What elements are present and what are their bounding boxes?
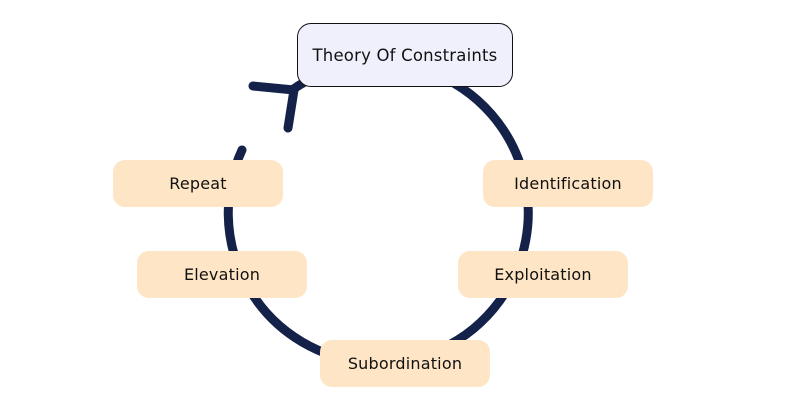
cycle-ring: [223, 58, 533, 368]
cycle-arrowhead-icon: [248, 81, 299, 133]
step-subordination: Subordination: [320, 340, 490, 387]
step-repeat: Repeat: [113, 160, 283, 207]
step-exploitation: Exploitation: [458, 251, 628, 298]
diagram-title: Theory Of Constraints: [297, 23, 513, 87]
step-identification: Identification: [483, 160, 653, 207]
step-elevation: Elevation: [137, 251, 307, 298]
